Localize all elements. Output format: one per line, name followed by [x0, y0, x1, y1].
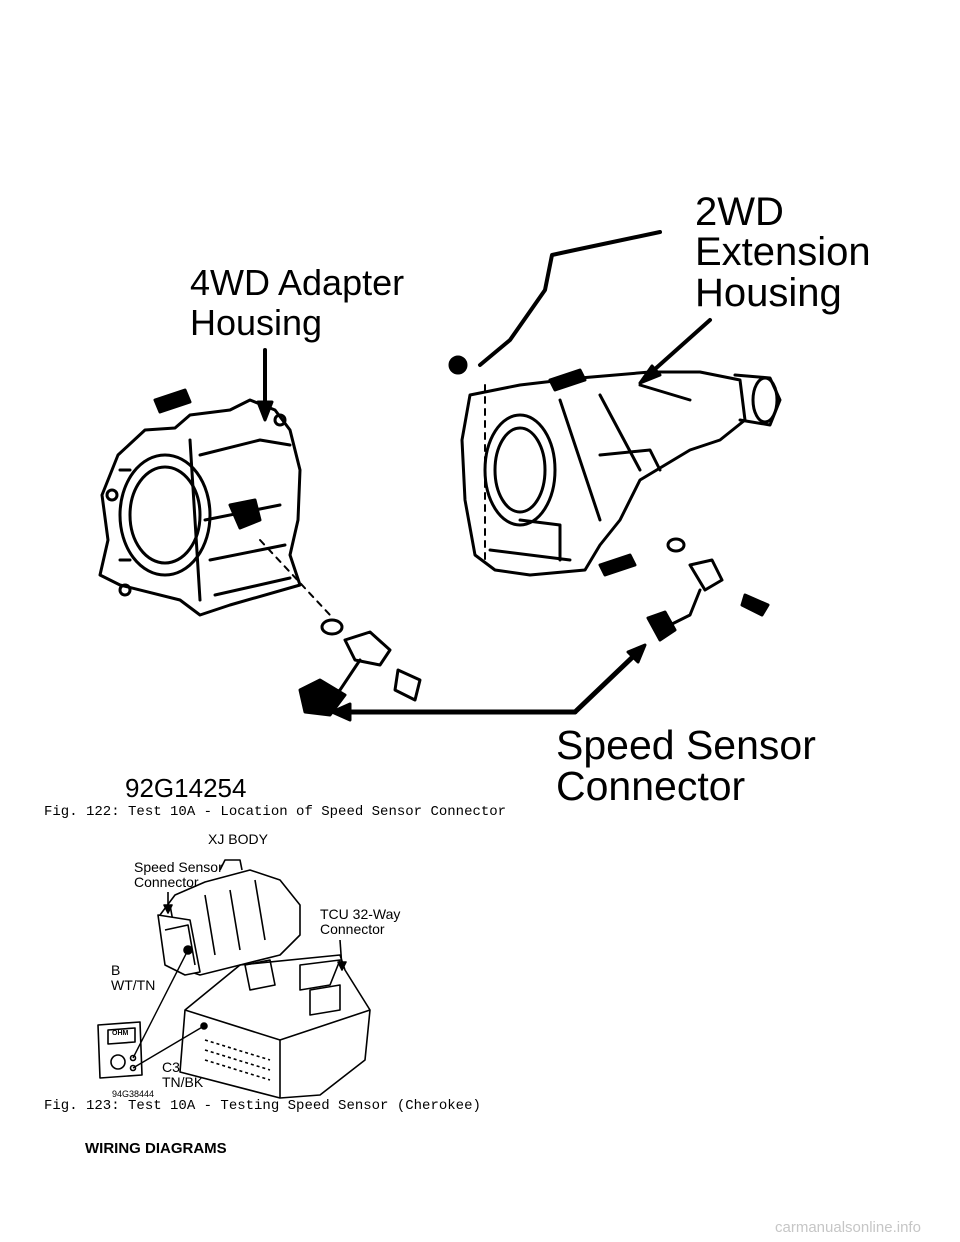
- tcu-label-line2: Connector: [320, 921, 385, 937]
- speed-sensor-right-drawing: [646, 537, 770, 642]
- speed-sensor-label-line2: Connector: [134, 874, 199, 890]
- adapter-housing-drawing: [98, 388, 302, 617]
- meter-display-label: OHM: [112, 1030, 129, 1037]
- xj-body-title: XJ BODY: [208, 831, 268, 847]
- tcu-label-line1: TCU 32-Way: [320, 906, 401, 922]
- figure-123-caption: Fig. 123: Test 10A - Testing Speed Senso…: [44, 1098, 481, 1114]
- label-housing-2wd: Housing: [695, 271, 842, 315]
- figure-122-caption: Fig. 122: Test 10A - Location of Speed S…: [44, 804, 507, 820]
- label-4wd-adapter: 4WD Adapter: [190, 262, 405, 303]
- watermark-footer[interactable]: carmanualsonline.info: [775, 1219, 921, 1236]
- pin-b-wire-label: WT/TN: [111, 977, 156, 993]
- label-2wd: 2WD: [695, 190, 784, 234]
- label-extension: Extension: [695, 230, 871, 274]
- speed-sensor-left-drawing: [298, 618, 422, 717]
- pin-c3-label: C3: [162, 1059, 180, 1075]
- extension-housing-drawing: [448, 230, 782, 577]
- section-heading-wiring-diagrams: WIRING DIAGRAMS: [85, 1140, 227, 1157]
- speed-sensor-label-line1: Speed Sensor: [134, 859, 223, 875]
- label-housing-4wd: Housing: [190, 302, 323, 343]
- figure-122-illustration: [98, 230, 782, 722]
- pin-b-label: B: [111, 962, 121, 978]
- label-speed-sensor: Speed Sensor: [556, 722, 816, 768]
- figure-code-122: 92G14254: [125, 773, 247, 803]
- pin-c3-wire-label: TN/BK: [162, 1074, 204, 1090]
- figure-code-123: 94G38444: [112, 1089, 155, 1099]
- label-connector: Connector: [556, 763, 746, 809]
- tcu-module-drawing: [179, 954, 371, 1099]
